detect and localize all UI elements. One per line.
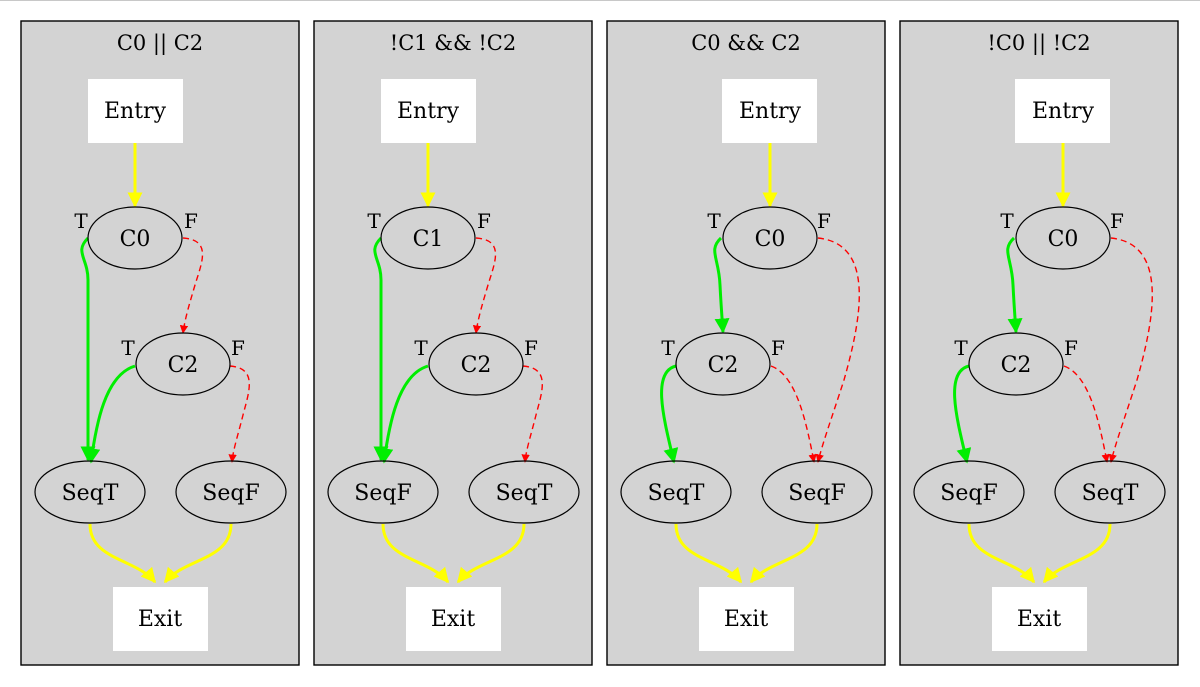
- second-condition-node: [428, 332, 524, 396]
- entry-node: [1015, 79, 1110, 143]
- exit-node: [406, 587, 501, 651]
- edge-cond1-true: [472, 237, 497, 334]
- second-condition-label: C2: [708, 353, 739, 378]
- cluster-0: C0 || C2 Entry C0 T F C2 T F SeqT SeqF E…: [20, 20, 300, 666]
- true-port-label: T: [74, 209, 88, 233]
- right-seq-label: SeqF: [202, 481, 259, 506]
- cluster-title: !C0 || !C2: [987, 31, 1090, 56]
- false-port-label: F: [1110, 209, 1124, 233]
- right-seq-label: SeqT: [496, 481, 553, 506]
- first-condition-label: C1: [413, 227, 444, 252]
- first-condition-label: C0: [120, 227, 151, 252]
- edge-leftseq-to-exit: [967, 523, 1036, 584]
- second-condition-label: C2: [461, 353, 492, 378]
- edge-cond2-false: [770, 365, 817, 463]
- edge-rightseq-to-exit: [1042, 523, 1112, 584]
- entry-node: [88, 79, 183, 143]
- edge-cond2-true: [660, 364, 679, 464]
- second-condition-node: [675, 332, 771, 396]
- right-seq-node: [468, 460, 580, 524]
- exit-label: Exit: [724, 607, 769, 632]
- edge-rightseq-to-exit: [163, 523, 233, 584]
- left-seq-label: SeqT: [648, 481, 705, 506]
- entry-label: Entry: [104, 99, 167, 124]
- entry-label: Entry: [397, 99, 460, 124]
- false-port-label: F: [184, 209, 198, 233]
- exit-label: Exit: [138, 607, 183, 632]
- false-port-label: F: [231, 336, 245, 360]
- exit-label: Exit: [431, 607, 476, 632]
- entry-node: [722, 79, 817, 143]
- edge-cond2-true: [85, 364, 136, 464]
- true-port-label: T: [954, 336, 968, 360]
- edge-cond1-false: [1006, 236, 1023, 334]
- edge-cond1-false: [179, 237, 204, 334]
- true-port-label: T: [121, 336, 135, 360]
- first-condition-node: [1015, 206, 1111, 270]
- edge-cond2-true: [521, 365, 543, 463]
- true-port-label: T: [707, 209, 721, 233]
- second-condition-node: [135, 332, 231, 396]
- cluster-title: !C1 && !C2: [390, 31, 516, 55]
- exit-node: [113, 587, 208, 651]
- cluster-title: C0 && C2: [691, 31, 801, 55]
- edge-cond2-true: [1063, 365, 1110, 463]
- second-condition-label: C2: [1001, 353, 1032, 378]
- true-port-label: T: [414, 336, 428, 360]
- first-condition-label: C0: [755, 227, 786, 252]
- right-seq-label: SeqF: [788, 481, 845, 506]
- second-condition-label: C2: [168, 353, 199, 378]
- cluster-2: C0 && C2 Entry C0 T F C2 T F SeqT SeqF E…: [606, 20, 886, 666]
- edge-leftseq-to-exit: [88, 523, 157, 584]
- cluster-title: C0 || C2: [117, 31, 203, 56]
- edge-leftseq-to-exit: [674, 523, 743, 584]
- right-seq-node: [761, 460, 873, 524]
- edge-cond2-false: [378, 364, 429, 464]
- first-condition-node: [87, 206, 183, 270]
- left-seq-node: [327, 460, 439, 524]
- top-divider: [0, 0, 1200, 1]
- edge-cond1-true: [713, 236, 730, 334]
- edge-cond1-true: [80, 236, 96, 462]
- false-port-label: F: [1064, 336, 1078, 360]
- exit-node: [699, 587, 794, 651]
- exit-node: [992, 587, 1087, 651]
- true-port-label: T: [661, 336, 675, 360]
- true-port-label: T: [367, 209, 381, 233]
- first-condition-label: C0: [1048, 227, 1079, 252]
- entry-label: Entry: [1032, 99, 1095, 124]
- left-seq-label: SeqF: [940, 481, 997, 506]
- left-seq-node: [34, 460, 146, 524]
- edge-rightseq-to-exit: [749, 523, 819, 584]
- edge-cond2-false: [953, 364, 972, 464]
- true-port-label: T: [1000, 209, 1014, 233]
- left-seq-node: [620, 460, 732, 524]
- entry-node: [381, 79, 476, 143]
- cluster-3: !C0 || !C2 Entry C0 T F C2 T F SeqF SeqT…: [899, 20, 1179, 666]
- left-seq-node: [913, 460, 1025, 524]
- edge-rightseq-to-exit: [456, 523, 526, 584]
- false-port-label: F: [524, 336, 538, 360]
- false-port-label: F: [817, 209, 831, 233]
- edge-cond2-false: [228, 365, 250, 463]
- exit-label: Exit: [1017, 607, 1062, 632]
- right-seq-label: SeqT: [1082, 481, 1139, 506]
- right-seq-node: [1054, 460, 1166, 524]
- right-seq-node: [175, 460, 287, 524]
- entry-label: Entry: [739, 99, 802, 124]
- false-port-label: F: [771, 336, 785, 360]
- second-condition-node: [968, 332, 1064, 396]
- false-port-label: F: [477, 209, 491, 233]
- first-condition-node: [722, 206, 818, 270]
- left-seq-label: SeqF: [354, 481, 411, 506]
- edge-cond1-false: [373, 236, 389, 462]
- first-condition-node: [380, 206, 476, 270]
- left-seq-label: SeqT: [62, 481, 119, 506]
- cluster-1: !C1 && !C2 Entry C1 T F C2 T F SeqF SeqT…: [313, 20, 593, 666]
- edge-leftseq-to-exit: [381, 523, 450, 584]
